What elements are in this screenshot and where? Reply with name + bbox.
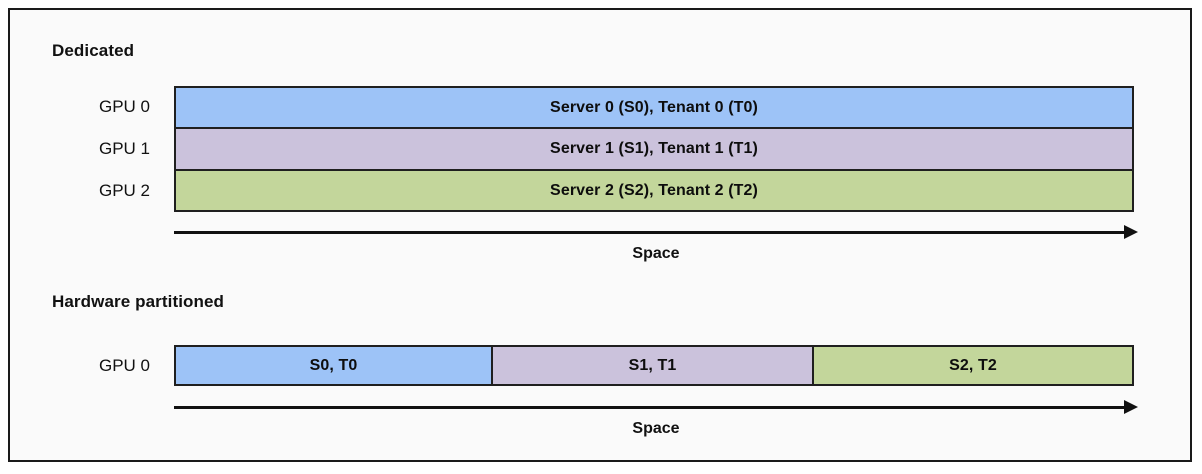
bar-gpu-2-server-2[interactable]: Server 2 (S2), Tenant 2 (T2)	[174, 170, 1134, 212]
axis-line	[174, 406, 1124, 409]
bar-label-gpu-1-server-1: Server 1 (S1), Tenant 1 (T1)	[550, 140, 758, 157]
space-axis-partitioned	[174, 400, 1138, 414]
segment-label-s1-t1: S1, T1	[628, 356, 677, 374]
bar-gpu-0-server-0[interactable]: Server 0 (S0), Tenant 0 (T0)	[174, 86, 1134, 128]
bar-gpu-1-server-1[interactable]: Server 1 (S1), Tenant 1 (T1)	[174, 128, 1134, 170]
row-label-gpu-0-partitioned: GPU 0	[98, 356, 150, 375]
section-title-hardware-partitioned: Hardware partitioned	[52, 292, 225, 311]
diagram-border	[8, 8, 1192, 462]
arrow-right-icon	[1124, 225, 1138, 239]
bar-label-gpu-0-server-0: Server 0 (S0), Tenant 0 (T0)	[550, 98, 758, 116]
section-title-dedicated: Dedicated	[52, 41, 135, 60]
space-axis-caption-dedicated: Space	[632, 245, 680, 262]
row-label-gpu-0-dedicated: GPU 0	[98, 97, 150, 116]
bar-label-gpu-2-server-2: Server 2 (S2), Tenant 2 (T2)	[550, 181, 758, 199]
segment-label-s2-t2: S2, T2	[949, 356, 997, 374]
row-label-gpu-1-dedicated: GPU 1	[98, 139, 150, 158]
segment-label-s0-t0: S0, T0	[309, 356, 358, 374]
axis-line	[174, 231, 1124, 234]
segment-s2-t2[interactable]: S2, T2	[813, 345, 1134, 386]
segment-s1-t1[interactable]: S1, T1	[492, 345, 813, 386]
row-label-gpu-2-dedicated: GPU 2	[98, 181, 150, 200]
space-axis-caption-partitioned: Space	[632, 420, 680, 437]
arrow-right-icon	[1124, 400, 1138, 414]
space-axis-dedicated	[174, 225, 1138, 239]
segment-s0-t0[interactable]: S0, T0	[174, 345, 492, 386]
